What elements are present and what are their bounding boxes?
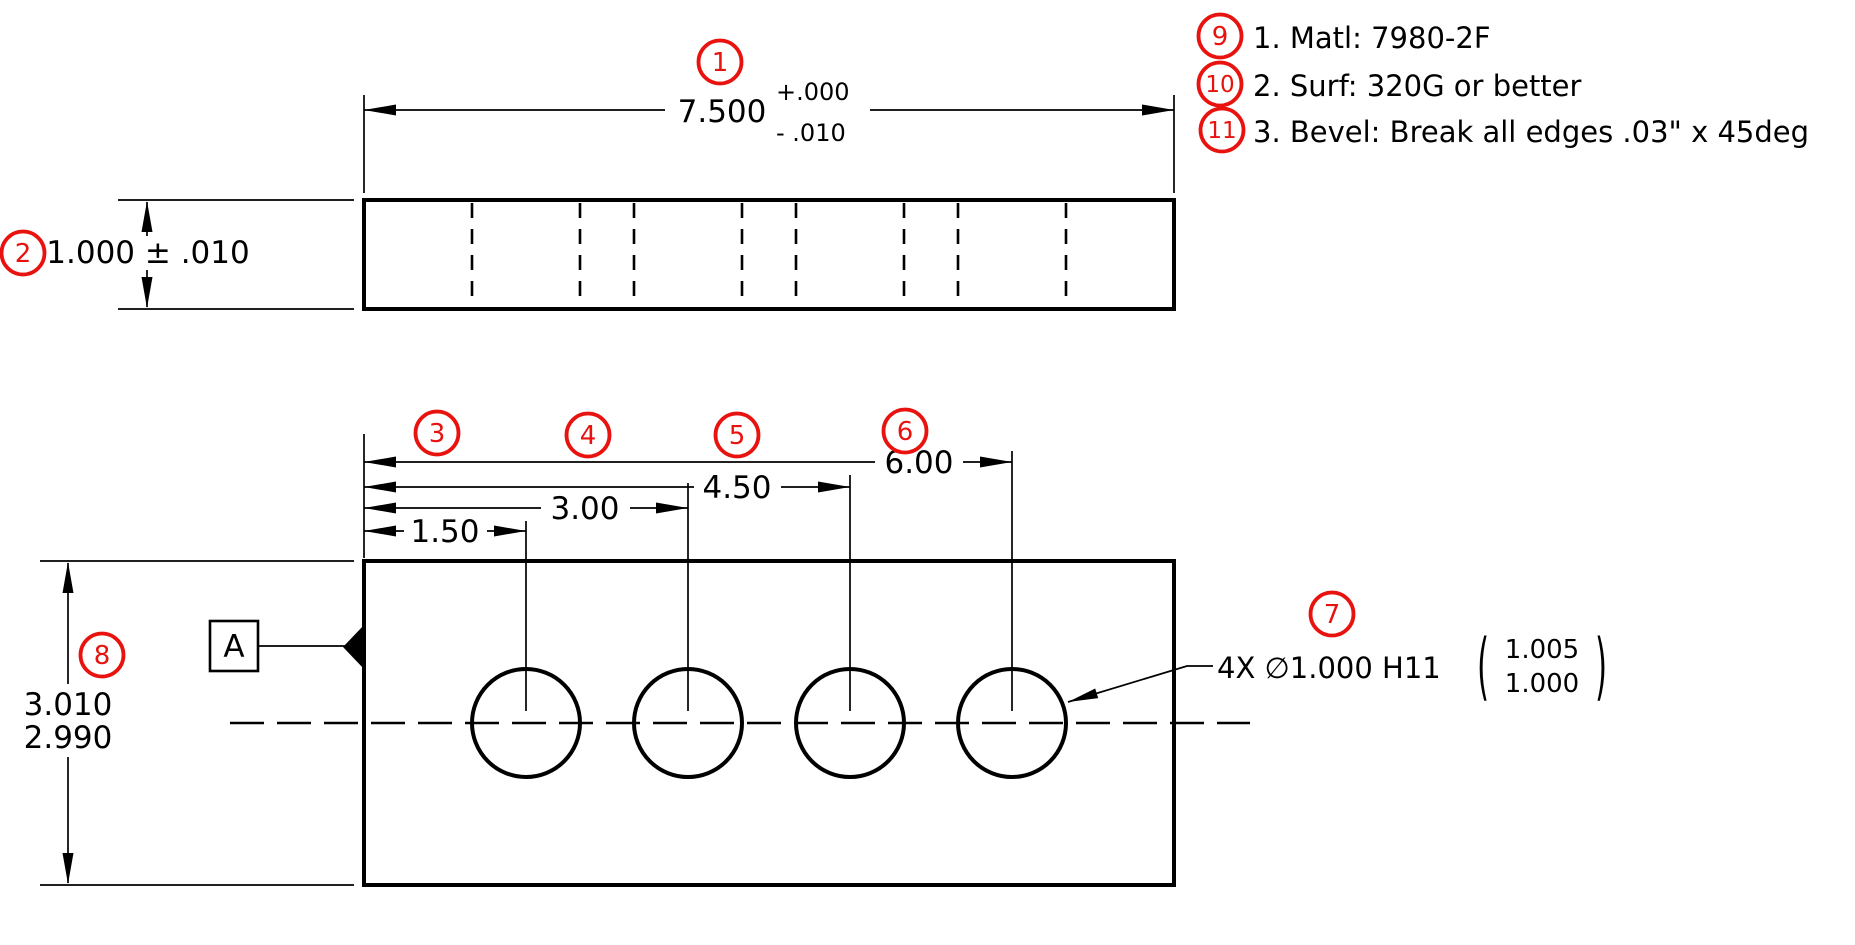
balloon-circle <box>1196 12 1244 60</box>
dimension-thickness: 1.000 ± .010 2 <box>0 199 354 310</box>
notes-block: 9 1. Matl: 7980-2F 10 2. Surf: 320G or b… <box>1196 12 1809 154</box>
dimension-hole-spacing: 6.00 4.50 3.00 1.50 3 4 5 <box>364 407 1012 550</box>
balloon-8: 8 <box>78 631 126 679</box>
balloon-number: 7 <box>1324 600 1341 630</box>
balloon-number: 4 <box>580 421 597 451</box>
hidden-hole-lines <box>470 203 1068 306</box>
balloon-4: 4 <box>564 411 612 459</box>
arrowhead-left <box>364 525 396 537</box>
dimension-value: 3.00 <box>550 491 619 527</box>
balloon-6: 6 <box>881 407 929 455</box>
dimension-upper-limit: 3.010 <box>24 687 113 723</box>
balloon-7: 7 <box>1308 590 1356 638</box>
paren-close: ) <box>1595 625 1607 710</box>
arrowhead-right <box>1142 104 1174 116</box>
balloon-number: 8 <box>94 641 111 671</box>
balloon-11: 11 <box>1198 106 1246 154</box>
balloon-circle <box>564 411 612 459</box>
dimension-height: 3.010 2.990 8 <box>24 560 354 886</box>
front-view <box>230 434 1250 887</box>
balloon-2: 2 <box>0 229 47 277</box>
arrowhead-left <box>364 104 396 116</box>
datum-box <box>208 619 260 673</box>
balloon-circle <box>1308 590 1356 638</box>
side-view <box>362 198 1176 311</box>
balloon-number: 1 <box>712 48 729 78</box>
arrowhead-right <box>818 481 850 493</box>
side-view-outline <box>362 198 1176 311</box>
svg-text:): ) <box>1595 625 1607 710</box>
dimension-value: 1.50 <box>410 514 479 550</box>
arrowhead-left <box>364 481 396 493</box>
balloon-circle <box>881 407 929 455</box>
balloon-1: 1 <box>696 38 744 86</box>
balloon-3: 3 <box>413 409 461 457</box>
note-line-2: 2. Surf: 320G or better <box>1253 69 1582 103</box>
svg-text:(: ( <box>1477 625 1489 710</box>
arrowhead-down <box>141 277 153 308</box>
balloon-circle <box>696 38 744 86</box>
balloon-circle <box>1198 106 1246 154</box>
balloon-number: 2 <box>15 239 32 269</box>
hole-callout: 4X ∅1.000 H11 ( 1.005 1.000 ) 7 <box>1067 590 1607 710</box>
note-line-1: 1. Matl: 7980-2F <box>1253 21 1491 55</box>
balloon-circle <box>1196 60 1244 108</box>
balloon-circle <box>713 411 761 459</box>
datum-triangle <box>343 625 364 669</box>
arrowhead-right <box>980 456 1012 468</box>
balloon-number: 6 <box>897 417 914 447</box>
balloon-9: 9 <box>1196 12 1244 60</box>
paren-open: ( <box>1477 625 1489 710</box>
arrowhead-right <box>656 502 688 514</box>
limit-lower: 1.000 <box>1505 669 1579 699</box>
balloon-number: 11 <box>1207 118 1236 144</box>
note-line-3: 3. Bevel: Break all edges .03" x 45deg <box>1253 115 1809 149</box>
leader-arrowhead <box>1068 688 1099 702</box>
datum-label: A <box>223 629 244 665</box>
datum-feature-a: A <box>208 619 364 673</box>
balloon-circle <box>0 229 47 277</box>
dimension-value: 7.500 <box>678 94 767 130</box>
leader-line <box>1067 665 1213 703</box>
arrowhead-down <box>62 853 74 884</box>
hole-center-extension-lines <box>525 451 1013 711</box>
balloon-number: 5 <box>729 421 746 451</box>
dimension-value: 4.50 <box>702 470 771 506</box>
balloon-5: 5 <box>713 411 761 459</box>
balloon-number: 3 <box>429 419 446 449</box>
arrowhead-up <box>62 562 74 593</box>
dimension-lower-limit: 2.990 <box>24 720 113 756</box>
arrowhead-left <box>364 456 396 468</box>
callout-text: 4X ∅1.000 H11 <box>1217 651 1441 685</box>
dimension-value: 1.000 ± .010 <box>46 235 249 271</box>
dimension-overall-length: 7.500 +.000 - .010 1 <box>363 38 1175 193</box>
balloon-10: 10 <box>1196 60 1244 108</box>
balloon-circle <box>413 409 461 457</box>
tolerance-lower: - .010 <box>776 119 846 147</box>
tolerance-upper: +.000 <box>776 78 850 106</box>
limit-upper: 1.005 <box>1505 635 1579 665</box>
balloon-number: 9 <box>1212 22 1229 52</box>
arrowhead-right <box>494 525 526 537</box>
balloon-circle <box>78 631 126 679</box>
arrowhead-up <box>141 201 153 232</box>
balloon-number: 10 <box>1205 72 1234 98</box>
arrowhead-left <box>364 502 396 514</box>
